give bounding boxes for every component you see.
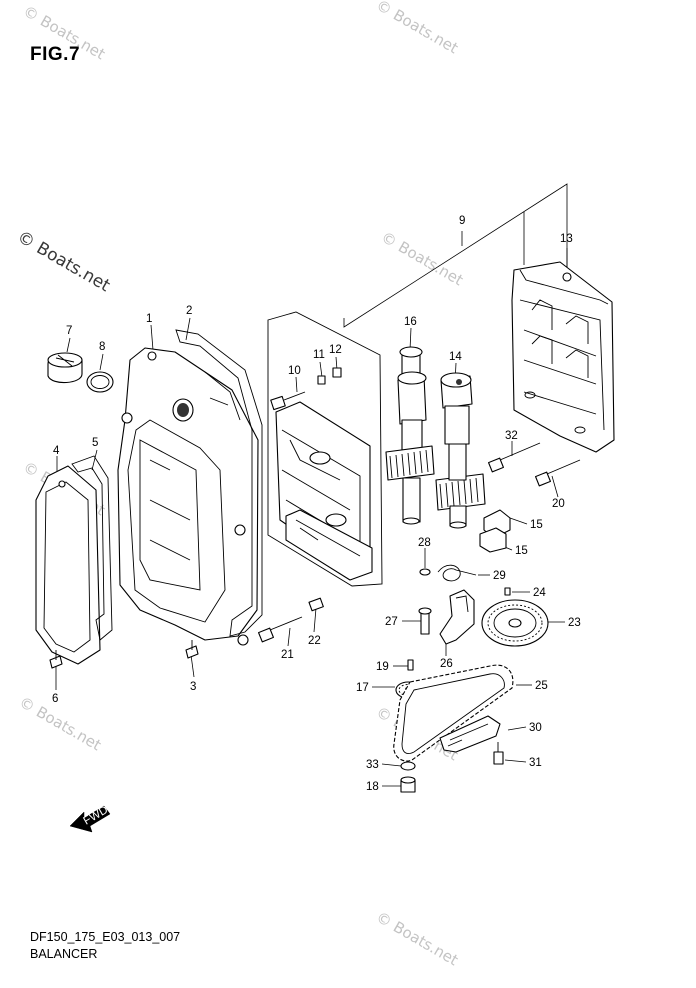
callout-15a: 15	[530, 519, 543, 531]
forward-arrow-icon: FWD	[69, 804, 111, 833]
callout-21: 21	[281, 649, 294, 661]
bolt	[49, 650, 63, 669]
callout-30: 30	[529, 722, 542, 734]
callout-3: 3	[190, 681, 196, 693]
key	[407, 659, 414, 671]
callout-32: 32	[505, 430, 518, 442]
dowel-pin	[332, 367, 342, 378]
callout-5: 5	[92, 437, 98, 449]
watermark: © Boats.net	[373, 908, 461, 969]
cover-plate	[35, 465, 101, 665]
case-bolt	[488, 442, 541, 473]
watermark: © Boats.net	[378, 228, 466, 289]
leader-lines	[55, 183, 568, 787]
dowel-pin	[317, 375, 326, 385]
watermark: © Boats.net	[16, 693, 104, 754]
guide-bolt	[493, 742, 504, 765]
callout-10: 10	[288, 365, 301, 377]
model-code: DF150_175_E03_013_007	[30, 930, 181, 944]
callout-18: 18	[366, 781, 379, 793]
bearing-shell	[479, 509, 511, 553]
svg-text:FWD: FWD	[82, 804, 111, 827]
oil-filler-cap	[47, 352, 83, 384]
balancer-case-cover	[117, 347, 259, 646]
callout-20: 20	[552, 498, 565, 510]
callout-24: 24	[533, 587, 546, 599]
callout-8: 8	[99, 341, 105, 353]
chain-tensioner-arm	[439, 589, 475, 645]
callout-7: 7	[66, 325, 72, 337]
sprocket-bolt	[400, 776, 416, 793]
tensioner-bolt	[418, 607, 432, 635]
washer	[419, 568, 431, 576]
callout-19: 19	[376, 661, 389, 673]
callout-29: 29	[493, 570, 506, 582]
case-bolt	[535, 459, 581, 487]
section-name: BALANCER	[30, 947, 98, 961]
callout-27: 27	[385, 616, 398, 628]
housing-bolt	[258, 616, 303, 643]
callout-14: 14	[449, 351, 462, 363]
callout-26: 26	[440, 658, 453, 670]
callout-11: 11	[313, 349, 325, 361]
watermark-main: © Boats.net	[14, 227, 114, 296]
balancer-housing-box	[267, 311, 383, 587]
timing-chain	[393, 664, 514, 762]
callout-1: 1	[146, 313, 152, 325]
balancer-drive-shaft	[385, 346, 435, 525]
callout-22: 22	[308, 635, 321, 647]
callout-labels: 1 2 3 4 5 6 7 8 9 10 11 12 13 14 15 15 1…	[52, 215, 581, 793]
balancer-driven-shaft	[435, 372, 486, 529]
callout-31: 31	[529, 757, 542, 769]
plate-gasket	[71, 455, 113, 641]
callout-15b: 15	[515, 545, 528, 557]
bolt	[185, 640, 199, 659]
housing-bolt	[270, 391, 306, 411]
pin	[504, 587, 511, 596]
callout-16: 16	[404, 316, 417, 328]
balancer-bearing-cap	[285, 509, 373, 581]
callout-9: 9	[459, 215, 465, 227]
dowel-pin	[308, 597, 324, 612]
tensioner-spring	[437, 564, 477, 582]
chain-guide	[439, 715, 501, 753]
watermark: © Boats.net	[373, 0, 461, 57]
callout-12: 12	[329, 344, 342, 356]
balancer-gear	[481, 599, 549, 647]
callout-2: 2	[186, 305, 192, 317]
callout-28: 28	[418, 537, 431, 549]
callout-33: 33	[366, 759, 379, 771]
figure-title: FIG.7	[30, 44, 81, 65]
watermark: © Boats.net	[20, 2, 108, 63]
callout-25: 25	[535, 680, 548, 692]
callout-23: 23	[568, 617, 581, 629]
washer	[400, 761, 416, 771]
callout-17: 17	[356, 682, 369, 694]
callout-4: 4	[53, 445, 60, 457]
balancer-upper-case	[511, 261, 615, 453]
callout-13: 13	[560, 233, 573, 245]
case-gasket	[175, 329, 263, 637]
callout-6: 6	[52, 693, 58, 705]
